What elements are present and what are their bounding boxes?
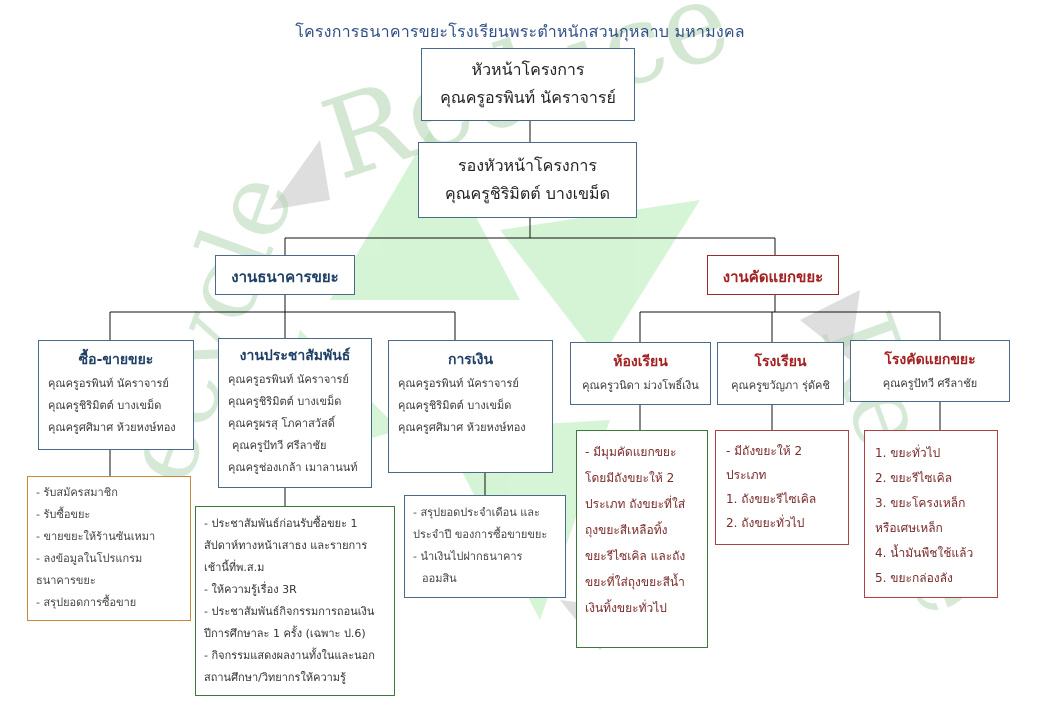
tasks-classroom-list: - มีมุมคัดแยกขยะ โดยมีถังขยะให้ 2 ประเภท… — [585, 439, 707, 621]
task-item: ประเภท ถังขยะที่ใส่ — [585, 491, 707, 517]
unit-finance-title: การเงิน — [398, 349, 552, 371]
task-item: - ลงข้อมูลในโปรแกรม — [36, 548, 190, 570]
task-item: เช้านี้ที่พ.ส.ม — [204, 557, 394, 579]
tasks-finance-list: - สรุปยอดประจำเดือน และ ประจำปี ของการซื… — [413, 502, 565, 590]
member-name: คุณครูชิริมิตต์ บางเขม็ด — [398, 395, 552, 417]
unit-pr-members: คุณครูอรพินท์ นัคราจารย์ คุณครูชิริมิตต์… — [228, 369, 371, 479]
task-item: 5. ขยะกล่องลัง — [875, 566, 997, 591]
tasks-sortplant-list: 1. ขยะทั่วไป 2. ขยะรีไซเคิล 3. ขยะโครงเห… — [875, 441, 997, 591]
unit-school: โรงเรียน คุณครูขวัญภา รุ่ดัคชิ — [717, 342, 844, 405]
unit-pr-title: งานประชาสัมพันธ์ — [228, 345, 371, 367]
task-item: - มีถังขยะให้ 2 — [726, 439, 848, 463]
member-name: คุณครูอรพินท์ นัคราจารย์ — [228, 369, 371, 391]
task-item: 2. ถังขยะทั่วไป — [726, 511, 848, 535]
member-name: คุณครูช่องเกล้า เมาลานนท์ — [228, 457, 371, 479]
unit-school-member: คุณครูขวัญภา รุ่ดัคชิ — [718, 375, 843, 397]
task-item: - ให้ความรู้เรื่อง 3R — [204, 579, 394, 601]
task-item: สถานศึกษา/วิทยากรให้ความรู้ — [204, 667, 394, 689]
task-item: โดยมีถังขยะให้ 2 — [585, 465, 707, 491]
task-item: - สรุปยอดประจำเดือน และ — [413, 502, 565, 524]
division-sorting-label: งานคัดแยกขยะ — [708, 265, 838, 289]
member-name: คุณครูชิริมิตต์ บางเขม็ด — [48, 395, 193, 417]
task-item: - ประชาสัมพันธ์ก่อนรับซื้อขยะ 1 — [204, 513, 394, 535]
head-role: หัวหน้าโครงการ — [422, 56, 634, 84]
division-bank: งานธนาคารขยะ — [215, 255, 355, 295]
page-title: โครงการธนาคารขยะโรงเรียนพระตำหนักสวนกุหล… — [0, 20, 1040, 45]
unit-classroom: ห้องเรียน คุณครูวนิดา ม่วงโพธิ์เงิน — [570, 342, 711, 405]
unit-trade-title: ซื้อ-ขายขยะ — [48, 349, 193, 371]
tasks-pr: - ประชาสัมพันธ์ก่อนรับซื้อขยะ 1 สัปดาห์ท… — [195, 506, 395, 696]
unit-pr: งานประชาสัมพันธ์ คุณครูอรพินท์ นัคราจารย… — [218, 338, 372, 488]
member-name: คุณครูศศิมาศ ห้วยหงษ์ทอง — [48, 417, 193, 439]
unit-classroom-member: คุณครูวนิดา ม่วงโพธิ์เงิน — [571, 375, 710, 397]
unit-classroom-title: ห้องเรียน — [571, 351, 710, 373]
member-name: คุณครูอรพินท์ นัคราจารย์ — [48, 373, 193, 395]
unit-trade-members: คุณครูอรพินท์ นัคราจารย์ คุณครูชิริมิตต์… — [48, 373, 193, 439]
task-item: - ขายขยะให้ร้านซันเหมา — [36, 526, 190, 548]
task-item: ปีการศึกษาละ 1 ครั้ง (เฉพาะ ป.6) — [204, 623, 394, 645]
task-item: - รับซื้อขยะ — [36, 504, 190, 526]
head-box: หัวหน้าโครงการ คุณครูอรพินท์ นัคราจารย์ — [421, 48, 635, 121]
task-item: 3. ขยะโครงเหล็ก — [875, 491, 997, 516]
task-item: ธนาคารขยะ — [36, 570, 190, 592]
task-item: สัปดาห์ทางหน้าเสาธง และรายการ — [204, 535, 394, 557]
unit-trade: ซื้อ-ขายขยะ คุณครูอรพินท์ นัคราจารย์ คุณ… — [38, 340, 194, 450]
division-bank-label: งานธนาคารขยะ — [216, 265, 354, 289]
member-name: คุณครูศศิมาศ ห้วยหงษ์ทอง — [398, 417, 552, 439]
task-item: - รับสมัครสมาชิก — [36, 482, 190, 504]
tasks-pr-list: - ประชาสัมพันธ์ก่อนรับซื้อขยะ 1 สัปดาห์ท… — [204, 513, 394, 689]
tasks-school-list: - มีถังขยะให้ 2 ประเภท 1. ถังขยะรีไซเคิล… — [726, 439, 848, 535]
unit-sortplant-title: โรงคัดแยกขยะ — [851, 349, 1009, 371]
deputy-role: รองหัวหน้าโครงการ — [419, 152, 636, 180]
task-item: ออมสิน — [413, 568, 565, 590]
task-item: - สรุปยอดการซื้อขาย — [36, 592, 190, 614]
task-item: ถุงขยะสีเหลือทิ้ง — [585, 517, 707, 543]
member-name: คุณครูผรสุ โภคาสวัสดิ์ — [228, 413, 371, 435]
task-item: - ประชาสัมพันธ์กิจกรรมการถอนเงิน — [204, 601, 394, 623]
task-item: ขยะรีไซเคิล และถัง — [585, 543, 707, 569]
tasks-finance: - สรุปยอดประจำเดือน และ ประจำปี ของการซื… — [404, 495, 566, 598]
member-name: คุณครูอรพินท์ นัคราจารย์ — [398, 373, 552, 395]
tasks-trade-list: - รับสมัครสมาชิก - รับซื้อขยะ - ขายขยะให… — [36, 482, 190, 614]
tasks-trade: - รับสมัครสมาชิก - รับซื้อขยะ - ขายขยะให… — [27, 476, 191, 621]
division-sorting: งานคัดแยกขยะ — [707, 255, 839, 295]
task-item: ขยะที่ใส่ถุงขยะสีน้ำ — [585, 569, 707, 595]
task-item: 1. ถังขยะรีไซเคิล — [726, 487, 848, 511]
unit-sortplant: โรงคัดแยกขยะ คุณครูปัทวี ศรีลาชัย — [850, 340, 1010, 402]
task-item: ประเภท — [726, 463, 848, 487]
task-item: - กิจกรรมแสดงผลงานทั้งในและนอก — [204, 645, 394, 667]
task-item: 4. น้ำมันพืชใช้แล้ว — [875, 541, 997, 566]
task-item: เงินทิ้งขยะทั่วไป — [585, 595, 707, 621]
tasks-sortplant: 1. ขยะทั่วไป 2. ขยะรีไซเคิล 3. ขยะโครงเห… — [864, 430, 998, 598]
task-item: - นำเงินไปฝากธนาคาร — [413, 546, 565, 568]
member-name: คุณครูชิริมิตต์ บางเขม็ด — [228, 391, 371, 413]
tasks-classroom: - มีมุมคัดแยกขยะ โดยมีถังขยะให้ 2 ประเภท… — [576, 430, 708, 648]
deputy-box: รองหัวหน้าโครงการ คุณครูชิริมิตต์ บางเขม… — [418, 142, 637, 218]
unit-sortplant-member: คุณครูปัทวี ศรีลาชัย — [851, 373, 1009, 395]
task-item: - มีมุมคัดแยกขยะ — [585, 439, 707, 465]
task-item: หรือเศษเหล็ก — [875, 516, 997, 541]
deputy-name: คุณครูชิริมิตต์ บางเขม็ด — [419, 180, 636, 208]
task-item: 2. ขยะรีไซเคิล — [875, 466, 997, 491]
task-item: 1. ขยะทั่วไป — [875, 441, 997, 466]
unit-school-title: โรงเรียน — [718, 351, 843, 373]
unit-finance: การเงิน คุณครูอรพินท์ นัคราจารย์ คุณครูช… — [388, 340, 553, 473]
head-name: คุณครูอรพินท์ นัคราจารย์ — [422, 84, 634, 112]
member-name: คุณครูปัทวี ศรีลาชัย — [228, 435, 371, 457]
tasks-school: - มีถังขยะให้ 2 ประเภท 1. ถังขยะรีไซเคิล… — [715, 430, 849, 545]
unit-finance-members: คุณครูอรพินท์ นัคราจารย์ คุณครูชิริมิตต์… — [398, 373, 552, 439]
task-item: ประจำปี ของการซื้อขายขยะ — [413, 524, 565, 546]
